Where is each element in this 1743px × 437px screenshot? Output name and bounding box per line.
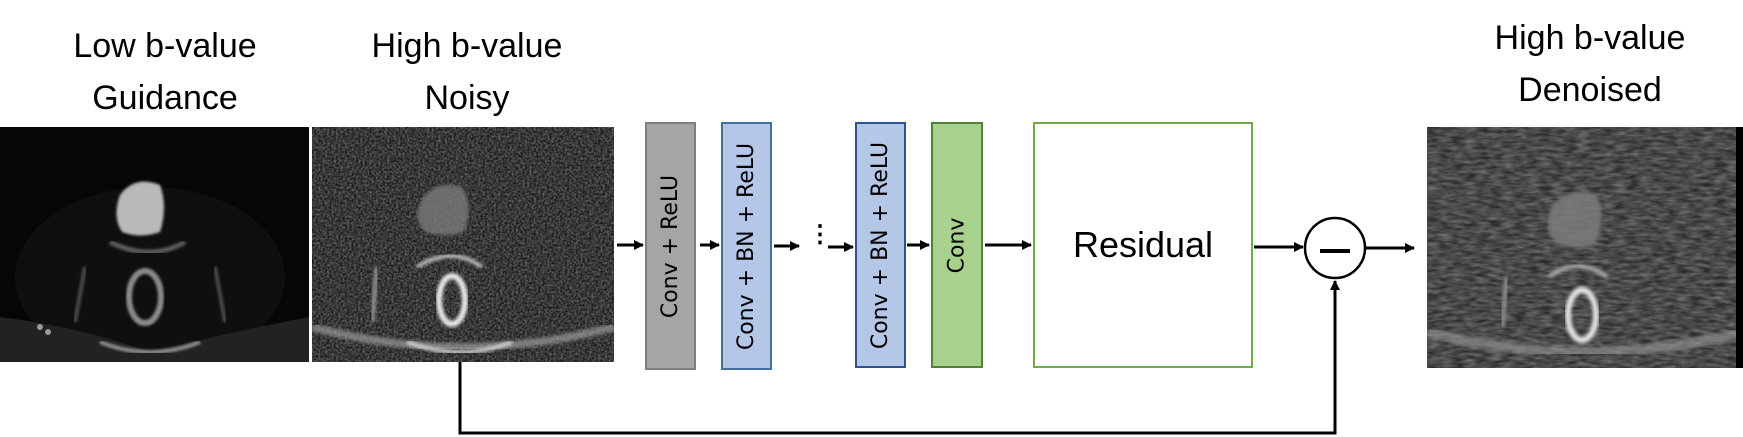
noisy-image — [312, 127, 614, 362]
layer-conv: Conv — [931, 122, 983, 368]
guidance-image — [0, 127, 309, 362]
caption-noisy-line1: High b-value — [371, 27, 563, 65]
caption-guidance-line2: Guidance — [92, 79, 238, 117]
minus-circle-icon — [1303, 216, 1367, 280]
layer-conv-bn-relu-1: Conv + BN + ReLU — [721, 122, 772, 370]
caption-noisy-line2: Noisy — [424, 79, 510, 117]
caption-denoised-line2: Denoised — [1518, 71, 1662, 109]
residual-label: Residual — [1072, 224, 1214, 265]
caption-denoised: High b-value Denoised — [1440, 12, 1740, 116]
layer-conv-bn-relu-n: Conv + BN + ReLU — [855, 122, 906, 368]
caption-guidance: Low b-value Guidance — [0, 20, 330, 124]
skip-connection — [458, 280, 1340, 435]
residual-box: Residual — [1033, 122, 1253, 368]
caption-noisy: High b-value Noisy — [312, 20, 622, 124]
caption-denoised-line1: High b-value — [1494, 19, 1686, 57]
layer-conv-relu: Conv + ReLU — [645, 122, 696, 370]
denoised-image — [1427, 127, 1743, 368]
caption-guidance-line1: Low b-value — [73, 27, 257, 65]
